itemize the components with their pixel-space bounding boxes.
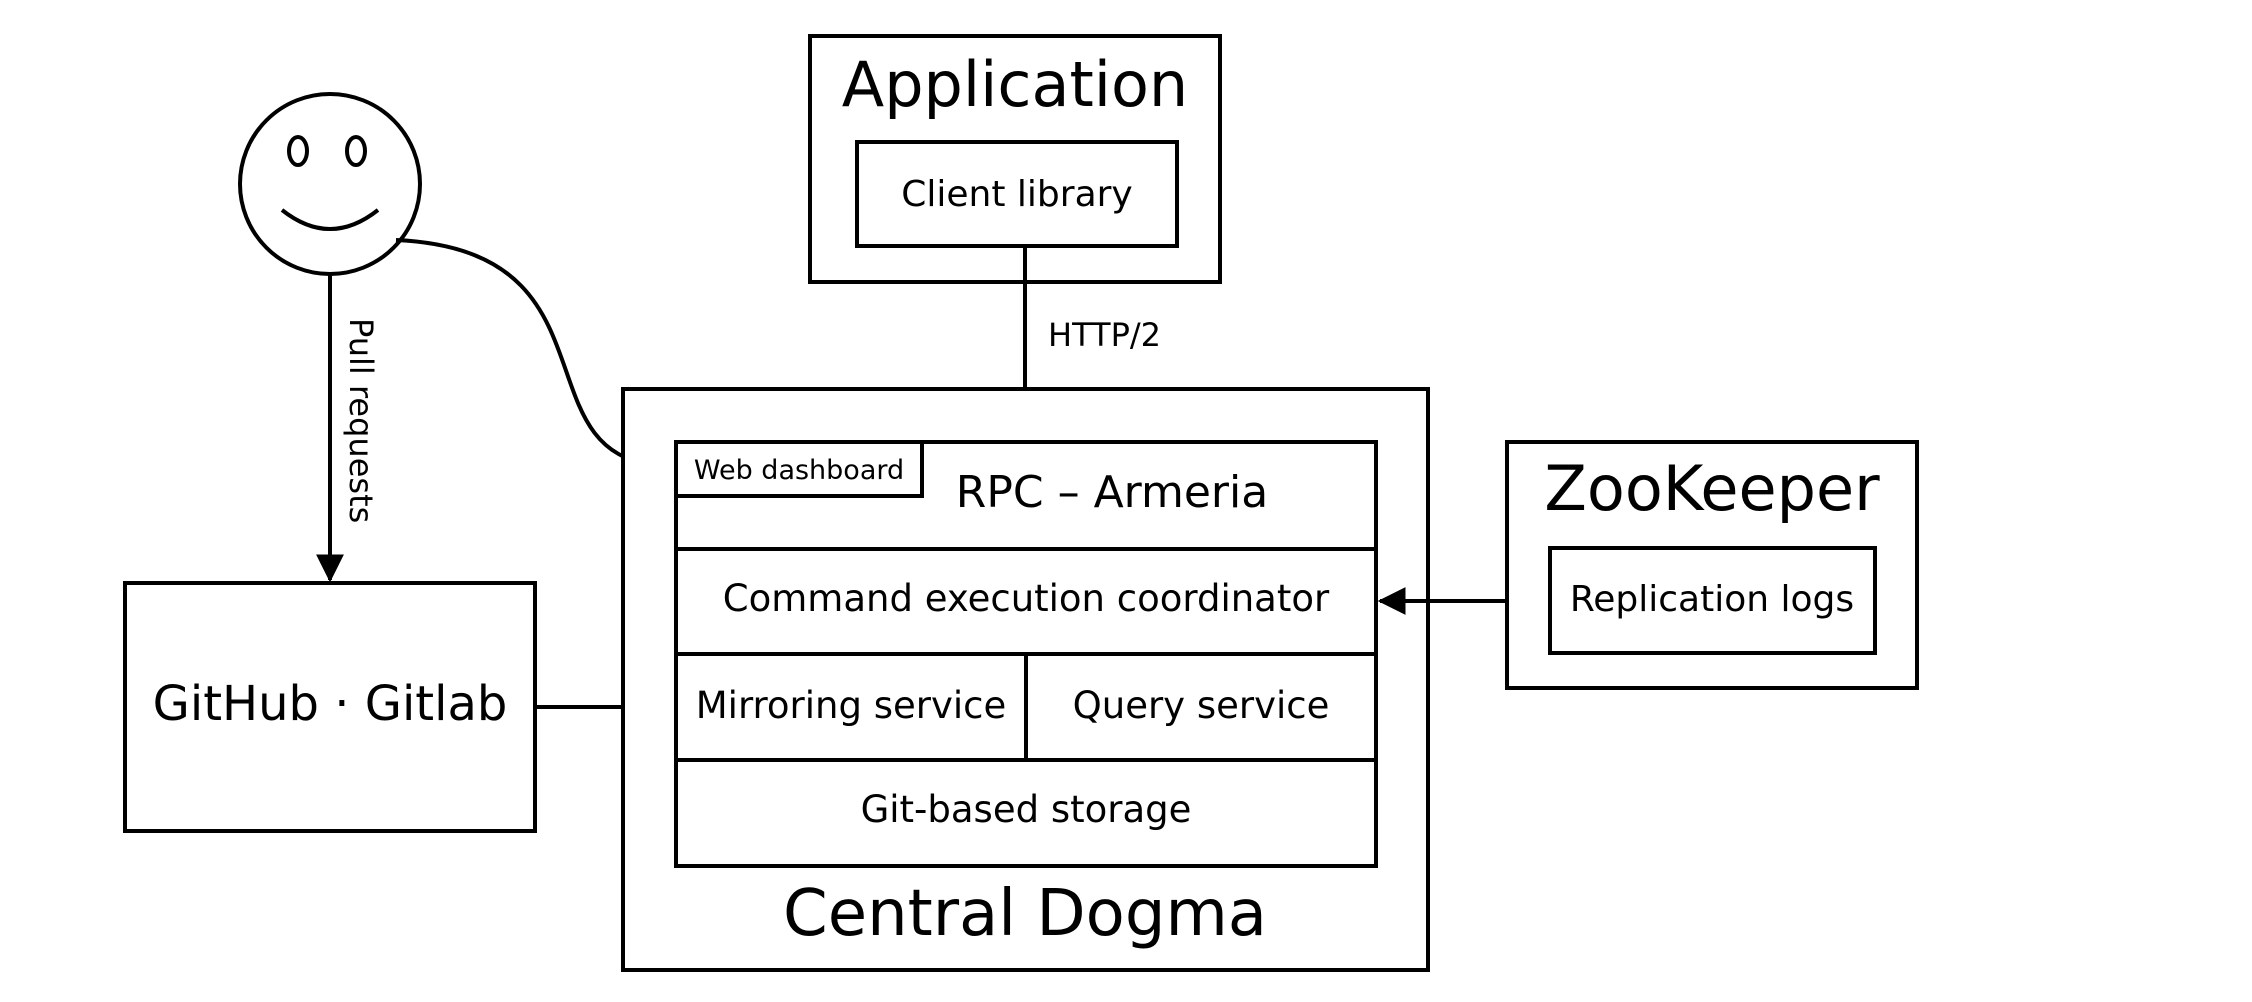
- pull-requests-label: Pull requests: [342, 318, 380, 523]
- rpc-layer-label: RPC – Armeria: [956, 467, 1268, 518]
- command-coordinator-layer: Command execution coordinator: [674, 547, 1378, 656]
- zookeeper-box: ZooKeeper Replication logs: [1505, 440, 1919, 690]
- mirroring-service-label: Mirroring service: [696, 684, 1007, 727]
- user-actor: [238, 92, 422, 276]
- command-coordinator-label: Command execution coordinator: [723, 577, 1330, 620]
- user-to-dashboard-arrow: [395, 238, 658, 477]
- smiley-face-icon: [238, 92, 422, 276]
- web-dashboard-label: Web dashboard: [694, 455, 904, 486]
- storage-layer: Git-based storage: [674, 758, 1378, 868]
- mirroring-service-box: Mirroring service: [674, 652, 1028, 762]
- zookeeper-title: ZooKeeper: [1544, 452, 1880, 525]
- external-vcs-box: GitHub · Gitlab: [123, 581, 537, 833]
- http2-label: HTTP/2: [1048, 316, 1161, 354]
- application-title: Application: [842, 48, 1188, 121]
- replication-logs-box: Replication logs: [1548, 546, 1877, 655]
- web-dashboard-box: Web dashboard: [674, 440, 924, 498]
- central-dogma-box: Central Dogma RPC – Armeria Web dashboar…: [621, 387, 1430, 972]
- query-service-box: Query service: [1024, 652, 1378, 762]
- query-service-label: Query service: [1073, 684, 1330, 727]
- central-dogma-title: Central Dogma: [783, 877, 1267, 951]
- client-library-label: Client library: [901, 174, 1133, 215]
- replication-logs-label: Replication logs: [1570, 579, 1854, 620]
- client-library-box: Client library: [855, 140, 1179, 248]
- application-box: Application Client library: [808, 34, 1222, 284]
- storage-label: Git-based storage: [861, 788, 1192, 831]
- external-vcs-label: GitHub · Gitlab: [153, 676, 508, 732]
